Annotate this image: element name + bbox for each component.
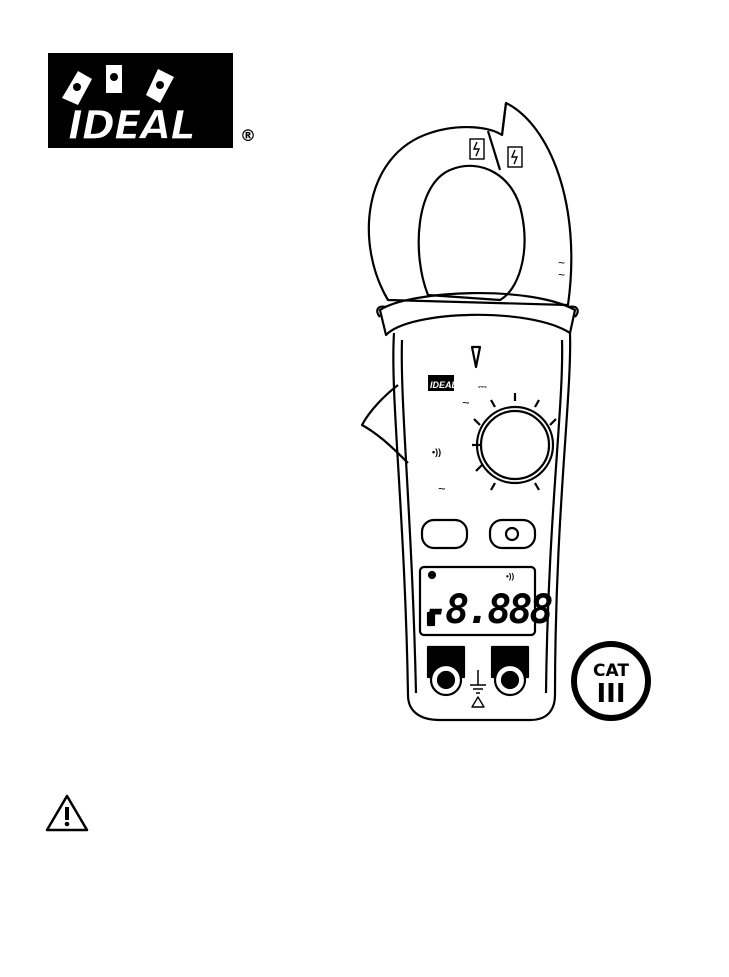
meter-small-logo: IDEAL (430, 380, 457, 390)
logo-wordmark: IDEAL (68, 103, 195, 149)
dc-symbol: ⎓ (478, 381, 487, 393)
svg-text:~: ~ (558, 268, 565, 282)
cat-level: III (596, 679, 625, 709)
clamp-jaw-outer (369, 103, 571, 305)
registered-mark: ® (240, 126, 256, 145)
cat-label: CAT (593, 661, 629, 681)
warning-icon (44, 793, 90, 833)
lcd-continuity-icon: •)) (506, 572, 514, 581)
cat-rating-badge: CAT III (570, 640, 652, 722)
clamp-meter-illustration: ~ ~ IDEAL ⎓ ~ •)) ~ •)) -8.888 (350, 95, 590, 725)
high-voltage-icon (470, 139, 522, 167)
ac-symbol: ~ (462, 395, 470, 410)
ac-symbol-lower: ~ (438, 481, 446, 496)
rotary-dial[interactable] (477, 407, 553, 483)
jaw-trigger (362, 385, 408, 463)
continuity-icon: •)) (432, 447, 441, 457)
backlight-button[interactable] (490, 520, 535, 548)
hold-button[interactable] (422, 520, 467, 548)
jack-warning-icon (472, 697, 484, 707)
clamp-jaw-opening (419, 166, 525, 300)
ideal-logo: IDEAL ® (48, 53, 278, 153)
lcd-reading: -8.888 (424, 587, 552, 633)
